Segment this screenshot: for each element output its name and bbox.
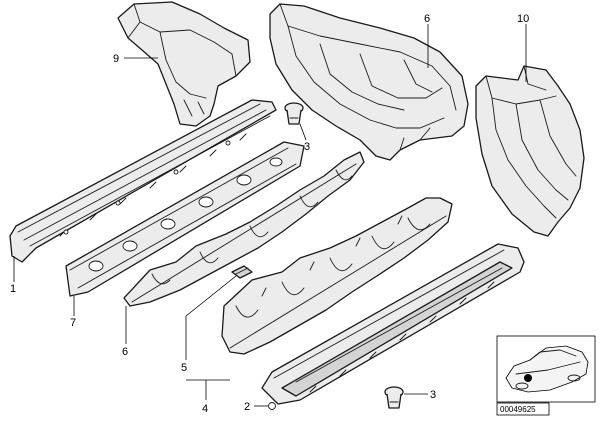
image-code-box: 00049625 bbox=[496, 402, 550, 416]
part-3-clip-lower bbox=[384, 386, 404, 409]
part-5-clip bbox=[231, 265, 253, 279]
callout-2: 2 bbox=[244, 401, 250, 413]
part-8-insulation bbox=[269, 3, 469, 161]
highlight-marker bbox=[524, 374, 532, 382]
part-7-panel bbox=[65, 141, 305, 297]
part-4-comb-strip bbox=[221, 197, 453, 355]
callout-4: 4 bbox=[202, 403, 208, 415]
part-6-strip-lower bbox=[123, 151, 365, 307]
callout-6-lower: 6 bbox=[122, 346, 128, 358]
image-code: 00049625 bbox=[500, 405, 536, 414]
part-2-bottom-rail bbox=[261, 243, 525, 410]
callout-3-lower: 3 bbox=[430, 389, 436, 401]
callout-1: 1 bbox=[10, 283, 16, 295]
callout-6-upper: 6 bbox=[424, 13, 430, 25]
car-thumbnail bbox=[496, 335, 596, 403]
callout-7: 7 bbox=[70, 317, 76, 329]
callout-labels: 1 2 3 3 4 5 6 6 7 9 10 bbox=[10, 13, 529, 415]
part-9-bracket bbox=[117, 1, 251, 127]
callout-9: 9 bbox=[113, 53, 119, 65]
leader-lines bbox=[13, 24, 527, 407]
part-3-clip-upper bbox=[284, 102, 304, 125]
callout-3-upper: 3 bbox=[304, 141, 310, 153]
callout-10: 10 bbox=[517, 13, 529, 25]
part-1-rail bbox=[9, 99, 277, 263]
part-10-insulation bbox=[475, 65, 585, 237]
callout-5: 5 bbox=[181, 362, 187, 374]
